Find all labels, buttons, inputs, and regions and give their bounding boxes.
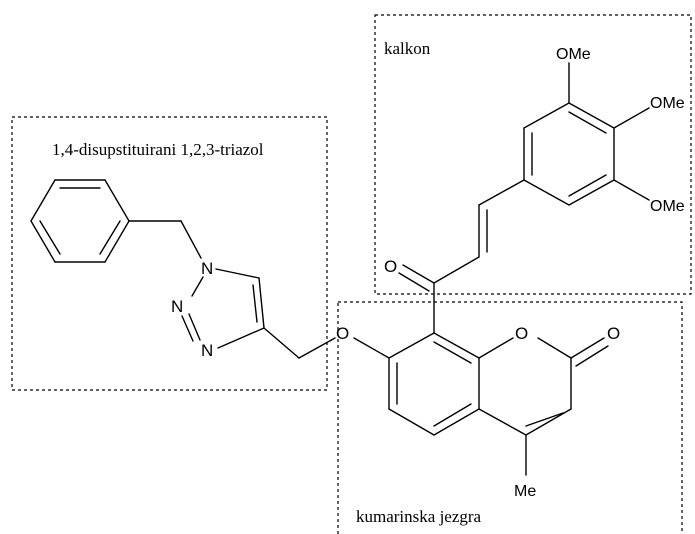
ketone-bond-2 [398, 272, 430, 292]
coumarin-pyranone-ring [478, 337, 572, 436]
ketone-bond [402, 264, 435, 284]
chalcone-region-box [374, 14, 692, 295]
coumarin-benzene-ring [353, 332, 480, 436]
methyl-label: Me [514, 483, 536, 500]
lactone-carbonyl-bond-2 [575, 345, 609, 367]
styryl-bond [478, 179, 525, 206]
triazole-region-label: 1,4-disupstituirani 1,2,3-triazol [52, 140, 264, 159]
ketone-oxygen-label: O [384, 257, 397, 276]
triazole-n3-label: N [201, 341, 213, 360]
ome-mid-label: OMe [650, 95, 685, 112]
chalcone-region-label: kalkon [384, 39, 431, 58]
coumarin-region-box [337, 301, 683, 534]
phenyl-ring [30, 179, 130, 263]
ome-bot-label: OMe [650, 198, 685, 215]
benzyl-n-bond [180, 220, 202, 259]
trimethoxyphenyl-ring [523, 102, 615, 206]
ch2-o-bond [298, 337, 336, 359]
ome-top-label: OMe [556, 46, 591, 63]
triazole-ch2-bond [263, 327, 300, 359]
lactone-oxygen-label: O [607, 324, 620, 343]
coumarin-region-label: kumarinska jezgra [356, 507, 482, 526]
ether-oxygen-label: O [336, 324, 349, 343]
triazole-ring [181, 268, 265, 349]
alkene-bond [433, 256, 480, 284]
triazole-region-box [11, 116, 328, 391]
ring-oxygen-label: O [515, 324, 528, 343]
lactone-carbonyl-bond [570, 337, 605, 359]
ome-bot-bond [613, 179, 650, 201]
triazole-n2-label: N [171, 297, 183, 316]
triazole-n1-label: N [201, 259, 213, 278]
ome-mid-bond [613, 107, 650, 129]
